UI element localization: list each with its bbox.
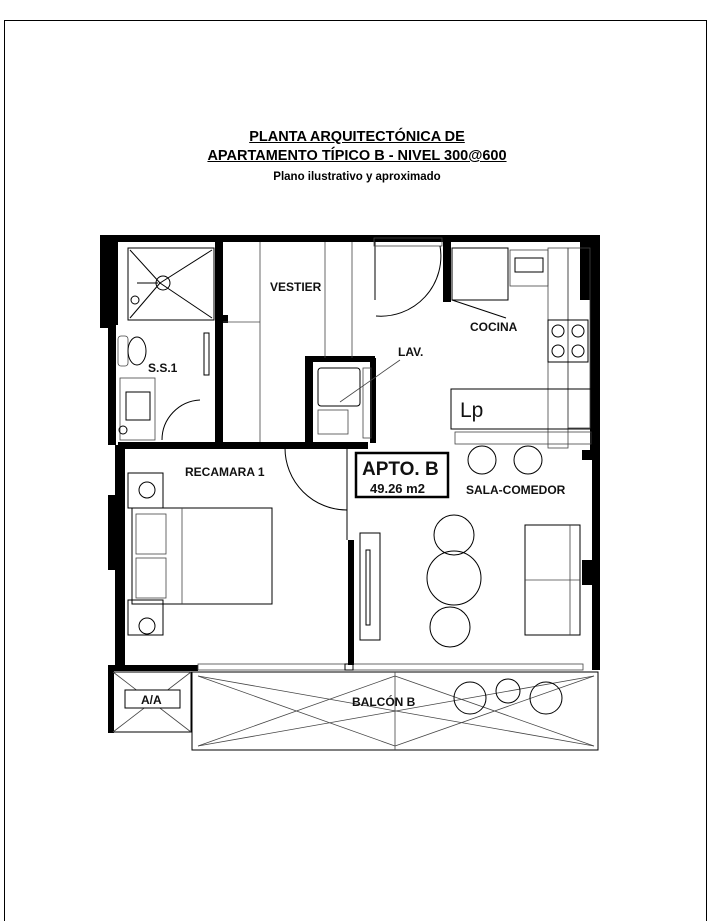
room-label-laundry: LAV. xyxy=(398,345,423,359)
side-table-icon xyxy=(495,678,521,704)
plan-title-line1: PLANTA ARQUITECTÓNICA DE xyxy=(249,129,465,145)
dining-table-icon xyxy=(426,550,482,606)
room-label-living: SALA-COMEDOR xyxy=(466,483,566,497)
ac-unit: A/A xyxy=(112,671,192,733)
chair-icon xyxy=(529,681,563,715)
room-label-bath: S.S.1 xyxy=(148,361,178,375)
stove-icon xyxy=(547,319,589,363)
plan-title-line2: APARTAMENTO TÍPICO B - NIVEL 300@600 xyxy=(207,148,507,164)
bedroom: RECAMARA 1 xyxy=(127,447,348,636)
living-dining: APTO. B 49.26 m2 SALA-COMEDOR xyxy=(354,445,581,648)
balcony: BALCÓN B xyxy=(191,671,599,751)
counter-label: Lp xyxy=(460,399,483,422)
chair-icon xyxy=(453,681,487,715)
page-frame xyxy=(4,20,707,921)
apartment-area: 49.26 m2 xyxy=(370,481,425,496)
apartment-name: APTO. B xyxy=(362,459,439,480)
room-label-closet: VESTIER xyxy=(270,280,322,294)
sink-icon xyxy=(125,391,151,421)
laundry: LAV. xyxy=(317,237,443,439)
walls xyxy=(100,235,600,733)
room-label-kitchen: COCINA xyxy=(470,320,518,334)
bed-icon xyxy=(131,507,273,605)
toilet-tank xyxy=(117,335,129,367)
closet: VESTIER xyxy=(223,242,353,442)
balcony-doors xyxy=(197,663,584,671)
bathroom: S.S.1 xyxy=(117,247,215,441)
ac-label: A/A xyxy=(141,693,162,707)
room-label-bedroom: RECAMARA 1 xyxy=(185,465,265,479)
kitchen: COCINA Lp xyxy=(450,247,592,449)
room-label-balcony: BALCÓN B xyxy=(352,694,416,709)
toilet-icon xyxy=(127,336,147,366)
apartment-label-box xyxy=(354,451,450,499)
plan-subtitle: Plano ilustrativo y aproximado xyxy=(273,171,441,183)
